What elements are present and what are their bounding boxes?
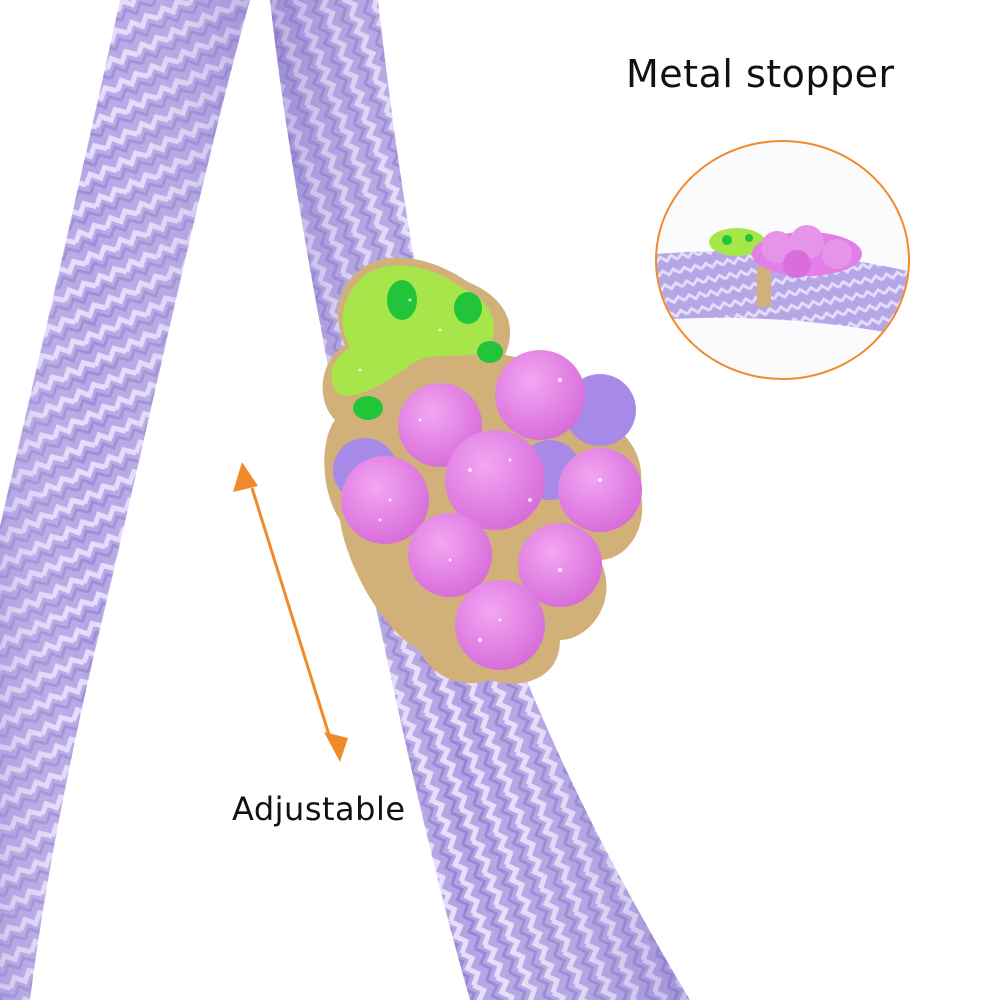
inset-illustration — [657, 225, 908, 337]
inset-grape-charm-icon — [709, 225, 862, 278]
magnified-stopper-inset — [655, 140, 910, 380]
stopper-clip — [757, 267, 771, 307]
double-headed-arrow-icon — [233, 462, 348, 762]
metal-stopper-label: Metal stopper — [626, 52, 895, 96]
right-cord — [270, 0, 690, 1000]
left-cord — [0, 0, 250, 1000]
grape-charm — [322, 257, 643, 684]
adjustable-label: Adjustable — [232, 790, 406, 828]
